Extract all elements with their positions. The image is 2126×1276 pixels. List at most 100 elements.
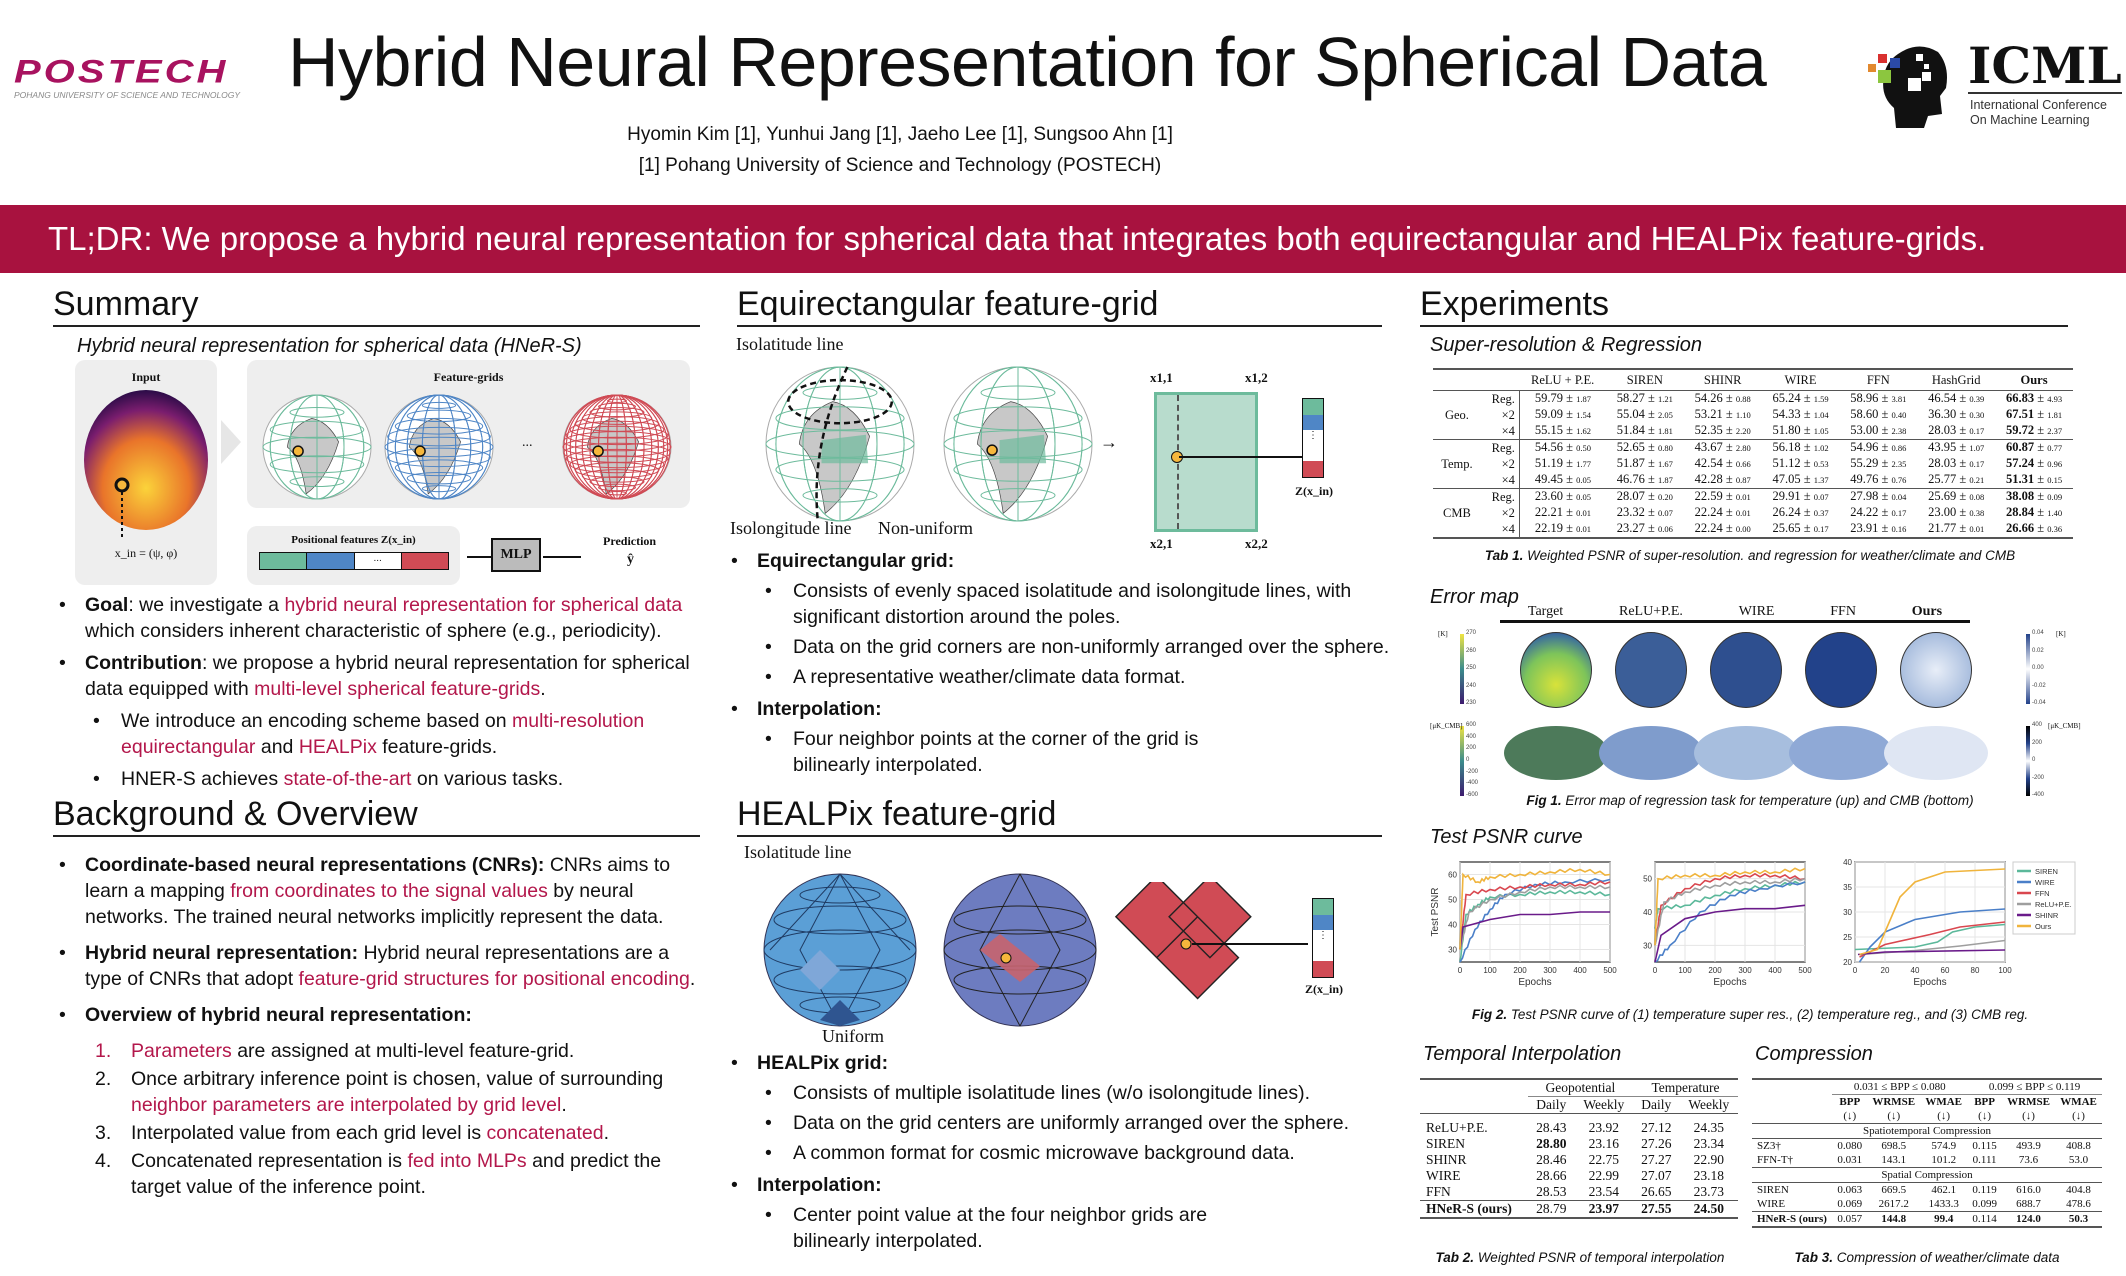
colorbar-temperature: [1460, 634, 1464, 704]
fig2-caption: Fig 2. Test PSNR curve of (1) temperatur…: [1471, 1007, 2029, 1022]
section-row: Spatial Compression: [1752, 1168, 2102, 1183]
mean: 65.24: [1772, 391, 1801, 405]
series-line-shinr: [1857, 949, 2006, 956]
table-cell: 462.1: [1931, 1184, 1957, 1196]
legend-label: FFN: [2035, 889, 2050, 898]
std: 0.86: [1891, 443, 1907, 453]
isolongitude-line: [563, 394, 671, 500]
mean: 52.35: [1694, 423, 1723, 437]
column-header: ReLU + P.E.: [1519, 369, 1606, 391]
table-cell: 22.24 ± 0.00: [1683, 521, 1762, 539]
error-map-globe: [1520, 632, 1592, 708]
std: 0.05: [1576, 475, 1591, 485]
authors: Hyomin Kim [1], Yunhui Jang [1], Jaeho L…: [627, 124, 1173, 145]
isolatitude-line: [598, 483, 636, 492]
dataset-label: Temp.: [1441, 456, 1473, 471]
mean: 55.29: [1850, 456, 1879, 470]
std: 0.17: [1969, 459, 1985, 469]
unit-label: [μK_CMB]: [2048, 722, 2081, 730]
mean: 23.91: [1850, 521, 1879, 535]
table-cell: 28.46: [1536, 1152, 1567, 1167]
std: 1.21: [1658, 394, 1673, 404]
tldr-banner: TL;DR: We propose a hybrid neural repres…: [0, 205, 2126, 273]
mean: 53.00: [1850, 423, 1879, 437]
table-cell: 28.66: [1536, 1168, 1567, 1183]
table-cell: 144.8: [1881, 1213, 1907, 1225]
method-name: ReLU+P.E.: [1426, 1120, 1488, 1135]
sub-header: BPP: [1974, 1096, 1995, 1108]
table-cell: 42.28 ± 0.87: [1683, 472, 1762, 489]
overview-bullet: Overview of hybrid neural representation…: [53, 1002, 708, 1028]
std: 0.88: [1735, 394, 1751, 404]
unit-label: [μK_CMB]: [1430, 722, 1463, 730]
mean: 29.91: [1772, 489, 1801, 503]
std: 0.50: [1576, 443, 1591, 453]
table-cell: 51.12 ± 0.53: [1772, 456, 1829, 470]
colorbar-tick: 240: [1466, 682, 1477, 689]
table-cell: 51.31 ± 0.15: [1995, 472, 2073, 489]
table-cell: 0.080: [1837, 1140, 1863, 1152]
y-tick-label: 40: [1448, 921, 1457, 930]
table-cell: 29.91 ± 0.07: [1772, 489, 1829, 503]
mean: 43.95: [1928, 440, 1957, 454]
std: 1.10: [1735, 410, 1751, 420]
table-cell: 59.09 ± 1.54: [1534, 407, 1591, 421]
y-tick-label: 30: [1448, 946, 1457, 955]
isolatitude-line: [289, 406, 345, 418]
x-tick-label: 400: [1573, 966, 1587, 975]
healpix-globe-selected: [943, 873, 1097, 1027]
mean: 51.31: [2005, 472, 2035, 486]
x-axis-label: Epochs: [1518, 977, 1551, 988]
isolongitude-line: [269, 394, 365, 500]
std: 1.81: [2047, 410, 2063, 420]
mean: 22.24: [1694, 505, 1723, 519]
x-tick-label: 20: [1881, 966, 1890, 975]
down-arrow-icon: (↓): [1978, 1110, 1991, 1122]
mean: 55.15: [1534, 423, 1563, 437]
colorbar-temp-error: [2026, 634, 2030, 704]
series-line-ours: [1459, 867, 1611, 950]
table-cell: 66.83 ± 4.93: [2005, 391, 2063, 405]
table-cell: 698.5: [1881, 1140, 1907, 1152]
std: 0.20: [1658, 492, 1673, 502]
table-cell: 0.111: [1972, 1154, 1997, 1166]
inference-point: [292, 445, 304, 457]
isolatitude-line: [269, 420, 365, 439]
table-cell: 23.92: [1588, 1120, 1619, 1135]
colorbar-tick: 260: [1466, 647, 1477, 654]
table-cell: 23.00 ± 0.38: [1928, 505, 1985, 519]
table-cell: 23.32 ± 0.07: [1616, 505, 1673, 519]
colorbar-tick: -400: [1466, 780, 1479, 787]
std: 0.87: [1735, 475, 1751, 485]
table-cell: 26.65: [1641, 1184, 1672, 1199]
mean: 22.19: [1534, 521, 1563, 535]
equi-bullets: Equirectangular grid: Consists of evenly…: [725, 548, 1405, 778]
series-line-relupe: [1654, 877, 1806, 946]
y-tick-label: 40: [1843, 858, 1852, 867]
colorbar-tick: 250: [1466, 665, 1477, 671]
y-tick-label: 50: [1448, 896, 1457, 905]
table-cell: 58.27 ± 1.21: [1616, 391, 1673, 405]
table-cell: 42.54 ± 0.66: [1694, 456, 1751, 470]
std: 0.77: [2047, 443, 2063, 453]
column-header: SIREN: [1605, 369, 1684, 391]
table-cell: 49.76 ± 0.76: [1839, 472, 1918, 489]
series-line-shinr: [1459, 911, 1610, 950]
sub-header: Weekly: [1688, 1097, 1730, 1112]
table-cell: 0.115: [1972, 1140, 1997, 1152]
input-panel: Input x_in = (ψ, φ): [75, 360, 217, 585]
mean: 23.27: [1616, 521, 1645, 535]
sota-subbullet: HNER-S achieves state-of-the-art on vari…: [53, 766, 723, 792]
table-cell: 404.8: [2066, 1184, 2091, 1196]
group-header: 0.099 ≤ BPP ≤ 0.119: [1967, 1079, 2102, 1095]
isolongitude-line: [387, 394, 491, 500]
sub-header: Daily: [1536, 1097, 1567, 1112]
mean: 51.19: [1534, 456, 1563, 470]
table-cell: 101.2: [1931, 1154, 1957, 1166]
sub-header: WRMSE: [2007, 1096, 2050, 1108]
